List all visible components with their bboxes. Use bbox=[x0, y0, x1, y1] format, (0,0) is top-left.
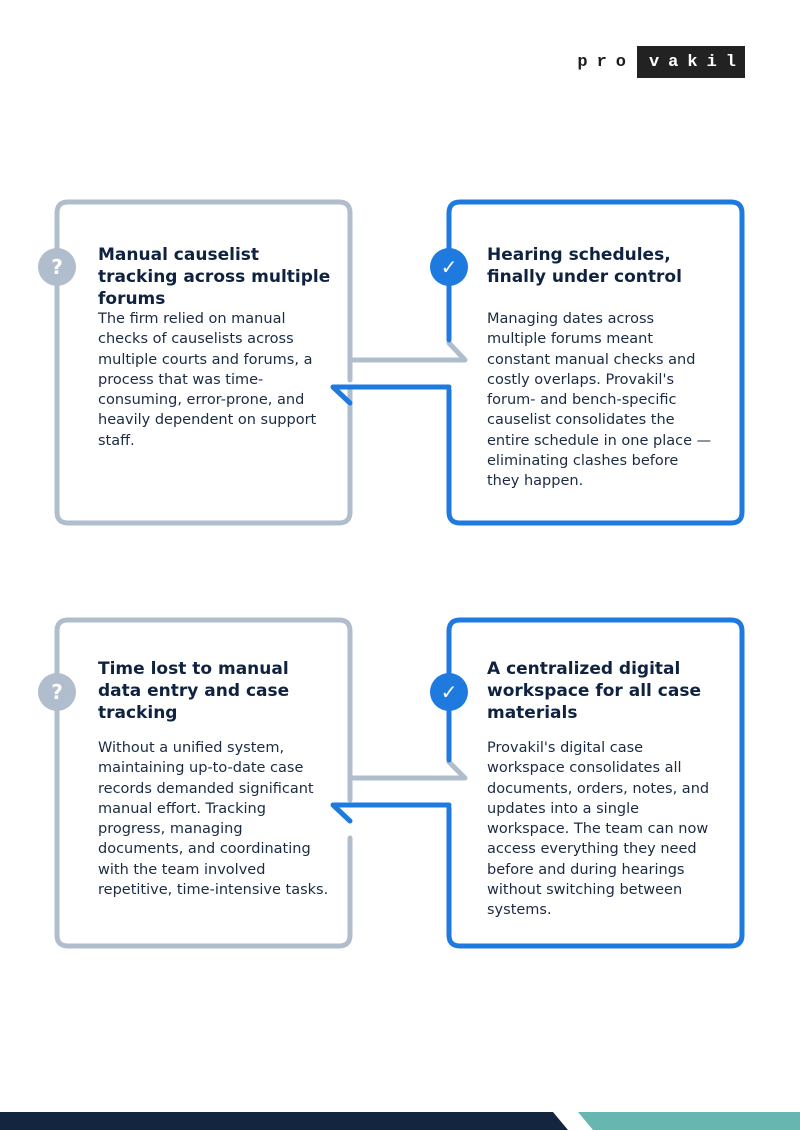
solution-body-1: Managing dates across multiple forums me… bbox=[487, 311, 712, 490]
problem-title-1: Manual causelist tracking across multipl… bbox=[98, 245, 331, 309]
question-mark-icon: ? bbox=[38, 248, 76, 286]
problem-body-2: Without a unified system, maintaining up… bbox=[98, 740, 329, 899]
solution-body-2: Provakil's digital case workspace consol… bbox=[487, 740, 710, 919]
blue-connector-1 bbox=[330, 384, 452, 406]
logo-dark-part: vakil bbox=[636, 46, 745, 78]
footer-navy-bar bbox=[0, 1112, 568, 1130]
checkmark-icon: ✓ bbox=[430, 673, 468, 711]
question-mark-icon: ? bbox=[38, 673, 76, 711]
solution-title-1: Hearing schedules, finally under control bbox=[487, 245, 682, 287]
footer-teal-bar bbox=[578, 1112, 800, 1130]
solution-frame-2 bbox=[446, 617, 745, 949]
checkmark-icon: ✓ bbox=[430, 248, 468, 286]
solution-frame-1 bbox=[446, 199, 745, 526]
provakil-logo: pro vakil bbox=[565, 46, 745, 78]
gray-connector-1 bbox=[347, 332, 468, 363]
problem-frame-1 bbox=[54, 199, 353, 526]
gray-connector-2 bbox=[347, 752, 468, 781]
logo-light-part: pro bbox=[565, 46, 637, 78]
problem-frame-2 bbox=[54, 617, 353, 949]
problem-body-1: The firm relied on manual checks of caus… bbox=[98, 311, 317, 449]
blue-connector-2 bbox=[330, 802, 452, 824]
solution-title-2: A centralized digital workspace for all … bbox=[487, 659, 701, 723]
problem-title-2: Time lost to manual data entry and case … bbox=[98, 659, 290, 723]
